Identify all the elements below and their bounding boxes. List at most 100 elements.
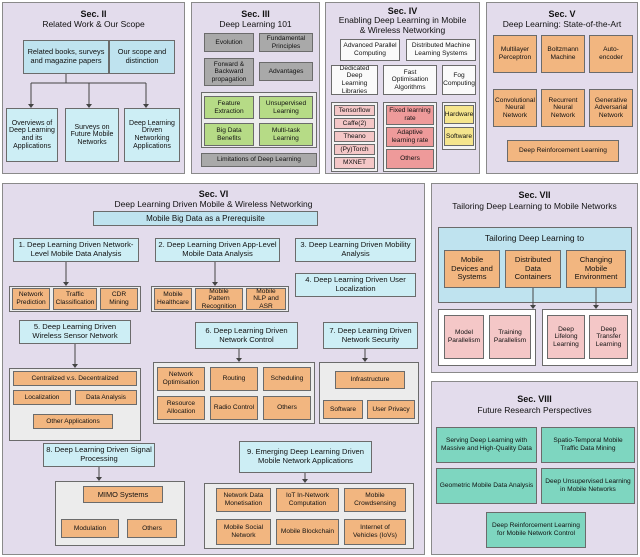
section-6: Sec. VI Deep Learning Driven Mobile & Wi… — [2, 183, 425, 555]
scheduling-box: Scheduling — [263, 367, 311, 391]
unsupervised-learning-box: Unsupervised Learning — [259, 96, 313, 119]
category-9-box: 9. Emerging Deep Learning Driven Mobile … — [239, 441, 372, 473]
iot-computation-box: IoT In-Network Computation — [276, 488, 339, 512]
section-7: Sec. VII Tailoring Deep Learning to Mobi… — [431, 183, 638, 373]
spatiotemporal-box: Spatio-Temporal Mobile Traffic Data Mini… — [541, 427, 635, 463]
drl-box: Deep Reinforcement Learning — [507, 140, 619, 162]
dedicated-libraries-box: Dedicated Deep Learning Libraries — [331, 65, 378, 95]
section-6-subtitle: Deep Learning Driven Mobile & Wireless N… — [114, 199, 313, 209]
mobile-devices-box: Mobile Devices and Systems — [444, 250, 500, 288]
category-6-box: 6. Deep Learning Driven Network Control — [195, 322, 298, 349]
hardware-box: Hardware — [444, 105, 474, 124]
section-7-title: Sec. VII — [518, 190, 551, 200]
cdr-mining-box: CDR Mining — [100, 288, 138, 310]
other-applications-box: Other Applications — [33, 414, 113, 429]
category-7-box: 7. Deep Learning Driven Network Security — [323, 322, 418, 349]
feature-extraction-box: Feature Extraction — [204, 96, 254, 119]
mobile-big-data-box: Mobile Big Data as a Prerequisite — [93, 211, 318, 226]
radio-control-box: Radio Control — [210, 396, 258, 420]
fundamental-principles-box: Fundamental Principles — [259, 33, 313, 52]
future-surveys-box: Surveys on Future Mobile Networks — [65, 108, 119, 162]
pytorch-box: (Py)Torch — [334, 144, 375, 155]
section-4-title: Sec. IV — [387, 6, 418, 16]
traffic-classification-box: Traffic Classification — [53, 288, 97, 310]
geometric-analysis-box: Geometric Mobile Data Analysis — [436, 468, 537, 504]
model-parallelism-box: Model Parallelism — [444, 315, 484, 359]
mobile-pattern-recognition-box: Mobile Pattern Recognition — [195, 288, 243, 310]
section-4: Sec. IV Enabling Deep Learning in Mobile… — [325, 2, 480, 174]
caffe-box: Caffe(2) — [334, 118, 375, 129]
forward-backward-box: Forward & Backward propagation — [204, 58, 254, 86]
mobile-social-network-box: Mobile Social Network — [216, 519, 271, 545]
infrastructure-box: Infrastructure — [335, 371, 405, 389]
resource-allocation-box: Resource Allocation — [157, 396, 205, 420]
mxnet-box: MXNET — [334, 157, 375, 169]
category-8-box: 8. Deep Learning Driven Signal Processin… — [43, 443, 155, 467]
section-2-subtitle: Related Work & Our Scope — [42, 19, 145, 29]
adaptive-lr-box: Adaptive learning rate — [386, 127, 434, 147]
optimisation-others-box: Others — [386, 149, 434, 169]
section-4-subtitle: Enabling Deep Learning in Mobile & Wirel… — [338, 15, 467, 35]
dl-driven-apps-box: Deep Learning Driven Networking Applicat… — [124, 108, 180, 162]
section-7-subtitle: Tailoring Deep Learning to Mobile Networ… — [452, 201, 617, 211]
tensorflow-box: Tensorflow — [334, 105, 375, 116]
section-3-title: Sec. III — [241, 9, 270, 19]
unsupervised-mobile-box: Deep Unsupervised Learning in Mobile Net… — [541, 468, 635, 504]
section-8-subtitle: Future Research Perspectives — [477, 405, 592, 415]
section-6-connectors — [63, 262, 368, 483]
network-data-monetisation-box: Network Data Monetisation — [216, 488, 271, 512]
cnn-box: Convolutional Neural Network — [493, 89, 537, 127]
fast-optimisation-box: Fast Optimisation Algorithms — [383, 65, 437, 95]
lifelong-learning-box: Deep Lifelong Learning — [547, 315, 585, 359]
mimo-box: MIMO Systems — [83, 486, 163, 503]
related-books-box: Related books, surveys and magazine pape… — [23, 40, 109, 74]
signal-others-box: Others — [127, 519, 177, 538]
localization-box: Localization — [13, 390, 71, 405]
boltzmann-box: Boltzmann Machine — [541, 35, 585, 73]
transfer-learning-box: Deep Transfer Learning — [589, 315, 628, 359]
category-4-box: 4. Deep Learning Driven User Localizatio… — [295, 273, 416, 297]
software-box: Software — [444, 127, 474, 146]
section-5-subtitle: Deep Learning: State-of-the-Art — [502, 19, 622, 29]
section-7-connectors — [530, 288, 599, 309]
mobile-crowdsensing-box: Mobile Crowdsensing — [344, 488, 406, 512]
fixed-lr-box: Fixed learning rate — [386, 105, 434, 125]
fog-computing-box: Fog Computing — [442, 65, 476, 95]
theano-box: Theano — [334, 131, 375, 142]
network-prediction-box: Network Prediction — [12, 288, 50, 310]
category-2-box: 2. Deep Learning Driven App-Level Mobile… — [155, 238, 280, 262]
section-2-title: Sec. II — [80, 9, 107, 19]
section-5: Sec. V Deep Learning: State-of-the-Art M… — [486, 2, 638, 174]
section-5-title: Sec. V — [548, 9, 576, 19]
network-optimisation-box: Network Optimisation — [157, 367, 205, 391]
parallel-computing-box: Advanced Parallel Computing — [340, 39, 400, 61]
data-analysis-box: Data Analysis — [75, 390, 137, 405]
mobile-healthcare-box: Mobile Healthcare — [154, 288, 192, 310]
distributed-containers-box: Distributed Data Containers — [505, 250, 561, 288]
advantages-box: Advantages — [259, 62, 313, 81]
changing-environment-box: Changing Mobile Environment — [566, 250, 626, 288]
rnn-box: Recurrent Neural Network — [541, 89, 585, 127]
our-scope-box: Our scope and distinction — [109, 40, 175, 74]
section-8-title: Sec. VIII — [517, 394, 552, 404]
modulation-box: Modulation — [61, 519, 119, 538]
network-control-others-box: Others — [263, 396, 311, 420]
mobile-blockchain-box: Mobile Blockchain — [276, 519, 339, 545]
section-3: Sec. III Deep Learning 101 Evolution Fun… — [191, 2, 320, 174]
distributed-ml-box: Distributed Machine Learning Systems — [406, 39, 476, 61]
security-software-box: Software — [323, 400, 363, 419]
centralized-box: Centralized v.s. Decentralized — [13, 371, 137, 386]
big-data-benefits-box: Big Data Benefits — [204, 123, 254, 146]
routing-box: Routing — [210, 367, 258, 391]
section-2-connectors — [28, 74, 149, 108]
category-3-box: 3. Deep Learning Driven Mobility Analysi… — [295, 238, 416, 262]
section-8: Sec. VIII Future Research Perspectives S… — [431, 381, 638, 555]
section-6-title: Sec. VI — [198, 189, 229, 199]
overviews-box: Overviews of Deep Learning and its Appli… — [6, 108, 58, 162]
section-2: Sec. II Related Work & Our Scope Related… — [2, 2, 185, 174]
serving-dl-box: Serving Deep Learning with Massive and H… — [436, 427, 537, 463]
iov-box: Internet of Vehicles (IoVs) — [344, 519, 406, 545]
tailoring-heading: Tailoring Deep Learning to — [484, 233, 585, 243]
drl-control-box: Deep Reinforcement Learning for Mobile N… — [486, 512, 586, 548]
autoencoder-box: Auto-encoder — [589, 35, 633, 73]
